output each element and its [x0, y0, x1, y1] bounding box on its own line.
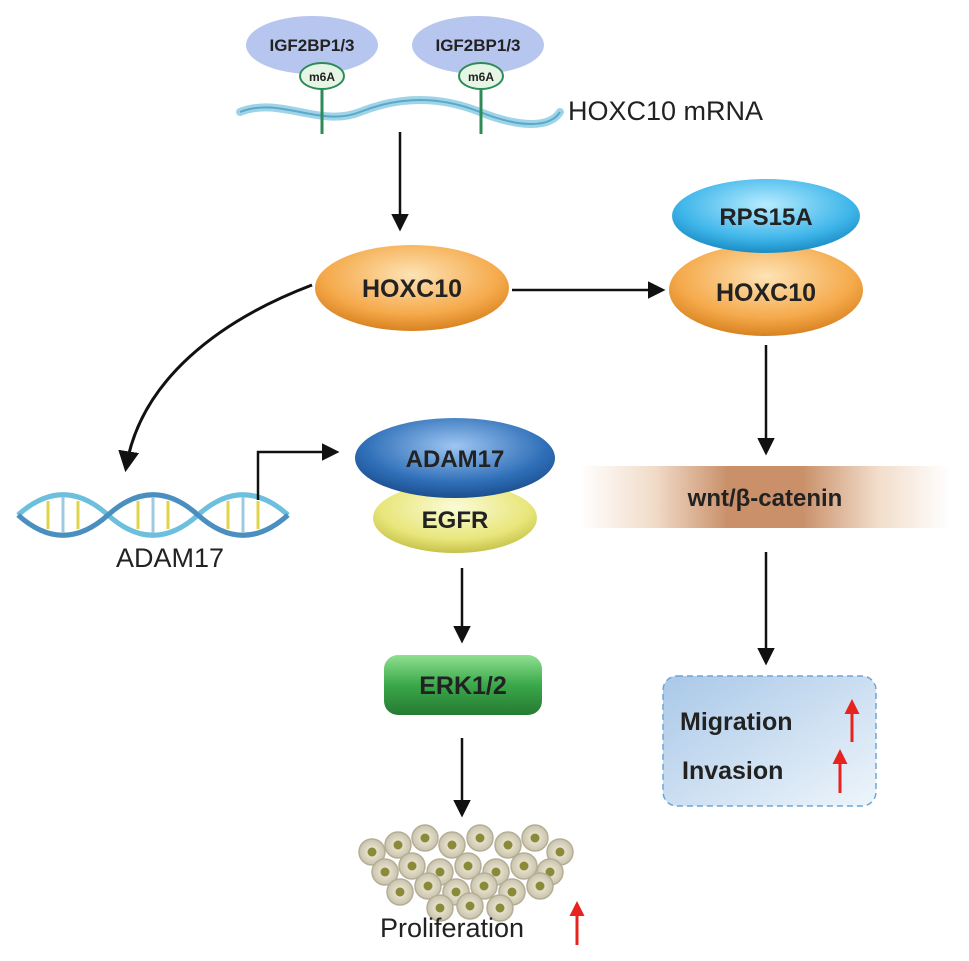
adam17-protein-label: ADAM17	[406, 446, 505, 473]
rps15a-label: RPS15A	[719, 204, 812, 231]
cell-nucleus	[435, 867, 445, 877]
proliferating-cells	[358, 824, 574, 922]
cell-nucleus	[463, 861, 473, 871]
adam17-gene-label: ADAM17	[116, 543, 224, 573]
outcome-box	[662, 675, 877, 807]
cell-nucleus	[420, 833, 430, 843]
cell-nucleus	[447, 840, 457, 850]
cell-nucleus	[545, 867, 555, 877]
invasion-label: Invasion	[682, 757, 783, 785]
cell-nucleus	[475, 833, 485, 843]
cell-nucleus	[367, 847, 377, 857]
egfr-node	[373, 483, 537, 553]
igf2bp-right-oval	[412, 16, 544, 74]
cell-nucleus	[530, 833, 540, 843]
m6a-left-label: m6A	[309, 70, 335, 84]
igf2bp-left-oval	[246, 16, 378, 74]
mrna-group: IGF2BP1/3 m6A IGF2BP1/3 m6A HOXC10 mRNA	[236, 16, 763, 134]
cell-nucleus	[465, 901, 475, 911]
cell-nucleus	[519, 861, 529, 871]
wnt-band	[580, 466, 950, 528]
cell-nucleus	[555, 847, 565, 857]
arrow-hoxc10-to-dna	[118, 283, 313, 473]
migration-label: Migration	[680, 708, 793, 736]
m6a-right-label: m6A	[468, 70, 494, 84]
cell-nucleus	[451, 887, 461, 897]
hoxc10-label: HOXC10	[362, 275, 462, 303]
cell-nucleus	[535, 881, 545, 891]
cell-nucleus	[395, 887, 405, 897]
proliferation-label: Proliferation	[380, 913, 524, 943]
cell-nucleus	[479, 881, 489, 891]
m6a-right-badge	[458, 62, 504, 90]
cell-nucleus	[435, 903, 445, 913]
erk-node	[384, 655, 542, 715]
hoxc10-node	[315, 245, 509, 331]
erk-label: ERK1/2	[419, 672, 507, 700]
igf2bp-left-label: IGF2BP1/3	[269, 36, 354, 55]
cell-nucleus	[407, 861, 417, 871]
cell-nucleus	[423, 881, 433, 891]
igf2bp-right-label: IGF2BP1/3	[435, 36, 520, 55]
mrna-strand	[236, 96, 564, 128]
rps15a-node	[672, 179, 860, 253]
mrna-label: HOXC10 mRNA	[568, 96, 763, 126]
arrow-gene-to-adam17	[256, 443, 340, 500]
cell-nucleus	[491, 867, 501, 877]
cell-nucleus	[495, 903, 505, 913]
cell-nucleus	[393, 840, 403, 850]
cell-nucleus	[380, 867, 390, 877]
adam17-gene-helix	[16, 492, 290, 538]
hoxc10-complex-label: HOXC10	[716, 279, 816, 307]
adam17-protein-node	[355, 418, 555, 498]
cell-nucleus	[503, 840, 513, 850]
egfr-label: EGFR	[422, 507, 489, 534]
m6a-left-badge	[299, 62, 345, 90]
hoxc10-complex-node	[669, 244, 863, 336]
cell-nucleus	[507, 887, 517, 897]
wnt-label: wnt/β-catenin	[687, 485, 843, 512]
